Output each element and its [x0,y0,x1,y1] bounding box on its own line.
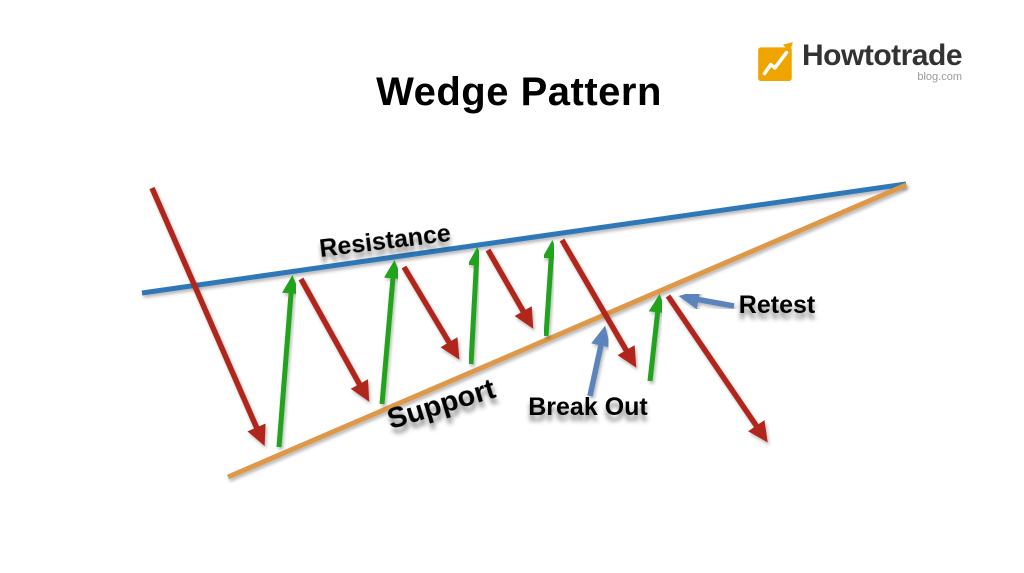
logo-name: Howtotrade [802,39,963,72]
page-title: Wedge Pattern [376,70,662,114]
breakout-pointer-arrow [587,325,611,397]
support-trendline [227,182,907,480]
down-price-arrow [485,248,534,329]
down-price-arrow [401,265,460,360]
retest-pointer-arrow [678,289,735,310]
support-label: Support [384,373,500,436]
down-price-arrow [559,238,637,368]
up-price-arrow [467,247,486,365]
howtotrade-logo: Howtotrade blog.com [755,39,963,83]
up-price-arrow [276,275,300,448]
down-price-arrow [665,294,768,443]
trend-up-chart-icon [758,42,793,81]
logo-domain: blog.com [917,70,962,83]
breakout-label: Break Out [528,393,648,421]
logo-text: Howtotrade blog.com [802,39,963,83]
down-price-arrow [149,186,266,447]
up-price-arrow [379,260,402,405]
resistance-trendline [141,181,907,296]
up-price-arrow [542,240,561,337]
up-price-arrow [647,294,667,382]
down-price-arrow [298,277,370,402]
retest-label: Retest [739,291,816,319]
